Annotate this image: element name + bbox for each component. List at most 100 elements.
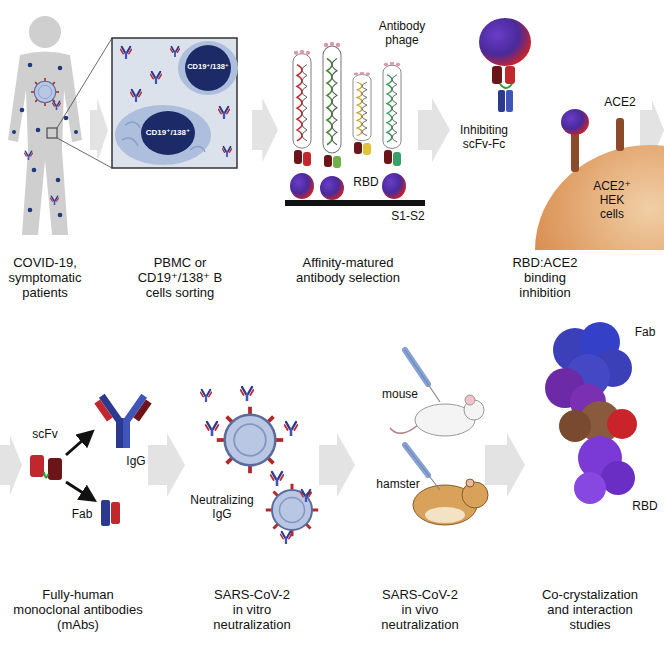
patient-figure-part [8,52,82,236]
cell-sorting-inset-part [121,47,132,59]
neutralization-virus-part [285,422,298,436]
step-caption: Affinity-matured antibody selection [284,255,412,285]
phage-selection-part [324,155,332,167]
step-panel: COVID-19, symptomatic patients [0,8,90,303]
cell-sorting-inset-part [222,147,231,157]
figure-label: mouse [380,388,420,402]
cell-sorting-inset-part [178,41,238,95]
animal-models-part [390,425,418,433]
figure-label: hamster [375,478,421,492]
step-panel: Affinity-matured antibody selection [278,8,418,303]
neutralization-virus-part [271,472,284,486]
ace2-cell-assay-part [506,90,513,112]
animal-models [390,350,488,525]
phage-selection-part [290,173,314,199]
patient-figure-part [12,63,78,218]
crystal-structure-part [607,409,637,439]
phage-selection-part [285,200,425,206]
neutralization-virus-part [206,422,219,436]
step-arrow [418,98,450,162]
antibody-formats-part [48,458,62,480]
cell-sorting-inset-part [170,47,179,57]
crystal-structure-part [574,472,606,504]
antibody-formats-part [30,455,44,477]
figure-label: CD19⁺/138⁺ [186,63,230,72]
phage-selection-part [384,150,392,164]
figure-label: S1-S2 [388,210,428,224]
neutralization-virus-part [217,407,284,474]
ace2-cell-assay-part [492,66,502,84]
animal-models-part [405,350,428,384]
antibody-formats-part [101,500,110,526]
phage-selection-part [293,50,311,148]
ace2-cell-assay-part [561,109,589,135]
patient-figure-part [51,196,59,204]
figure-label: Fab [631,326,659,340]
patient-figure [8,16,112,235]
patient-figure-part-part [32,168,37,173]
patient-figure-part [53,101,61,109]
figure-label: scFv [27,428,63,442]
ace2-cell-assay-part [505,66,515,84]
ace2-cell-assay-part [500,84,512,88]
patient-figure-part [29,16,61,48]
crystal-structure [545,322,637,504]
row-start-chevron [0,435,22,495]
step-arrow [148,433,185,497]
crystal-structure-part [601,461,635,495]
cell-sorting-inset-part [131,90,142,102]
figure-label: ACE2⁺ HEK cells [589,180,635,221]
antibody-formats-part-part [133,399,151,421]
step-arrow [90,98,108,162]
phage-selection [285,42,425,206]
neutralization-virus-part [281,532,292,544]
phage-selection-part [354,142,362,154]
patient-figure-part-part [74,130,78,134]
step-arrow [319,433,355,497]
cell-sorting-inset-part [185,45,231,91]
antibody-formats-part [66,482,94,500]
antibody-formats [30,394,153,526]
patient-figure-part-part [12,130,16,134]
cell-sorting-inset-part [115,105,211,165]
ace2-cell-assay-part [498,90,505,112]
antibody-formats-part [123,418,130,448]
patient-figure-part-part [58,213,63,218]
step-caption: SARS-CoV-2 in vitro neutralization [209,587,295,632]
step-arrow [252,98,278,162]
figure-label: CD19⁺/138⁺ [143,128,193,137]
figure-label: Inhibiting scFv-Fc [451,124,517,152]
patient-figure-part [57,138,112,168]
antibody-formats-part-part [94,399,112,421]
animal-models-part [465,395,475,405]
figure-label: IgG [123,455,149,469]
animal-models-part [425,507,465,523]
step-arrow [485,433,525,497]
cell-sorting-inset-part [151,72,162,84]
neutralization-virus-part [301,490,312,502]
antibody-formats-part [111,502,120,524]
phage-selection-part [294,150,302,164]
phage-selection-part [303,152,311,166]
patient-figure-part [31,78,59,106]
antibody-formats-part [66,432,92,455]
phage-selection-part [353,72,371,141]
figure-label: Fab [69,508,95,522]
neutralization-virus-part [241,387,254,401]
phage-selection-part [393,152,401,166]
figure-label: ACE2 [600,96,640,110]
step-panel: PBMC or CD19⁺/138⁺ B cells sorting [108,8,252,303]
step-caption: Fully-human monoclonal antibodies (mAbs) [12,587,144,632]
cell-sorting-inset [112,38,238,168]
step-caption: COVID-19, symptomatic patients [0,255,90,300]
patient-figure-part [47,128,57,138]
ace2-cell-assay-part [535,145,664,250]
step-caption: PBMC or CD19⁺/138⁺ B cells sorting [132,255,228,300]
patient-figure-part-part [28,208,33,213]
ace2-cell-assay-part [479,18,531,66]
step-panel: Fully-human monoclonal antibodies (mAbs) [8,340,148,640]
antibody-formats-part [116,418,123,448]
step-panel: SARS-CoV-2 in vitro neutralization [185,340,319,640]
